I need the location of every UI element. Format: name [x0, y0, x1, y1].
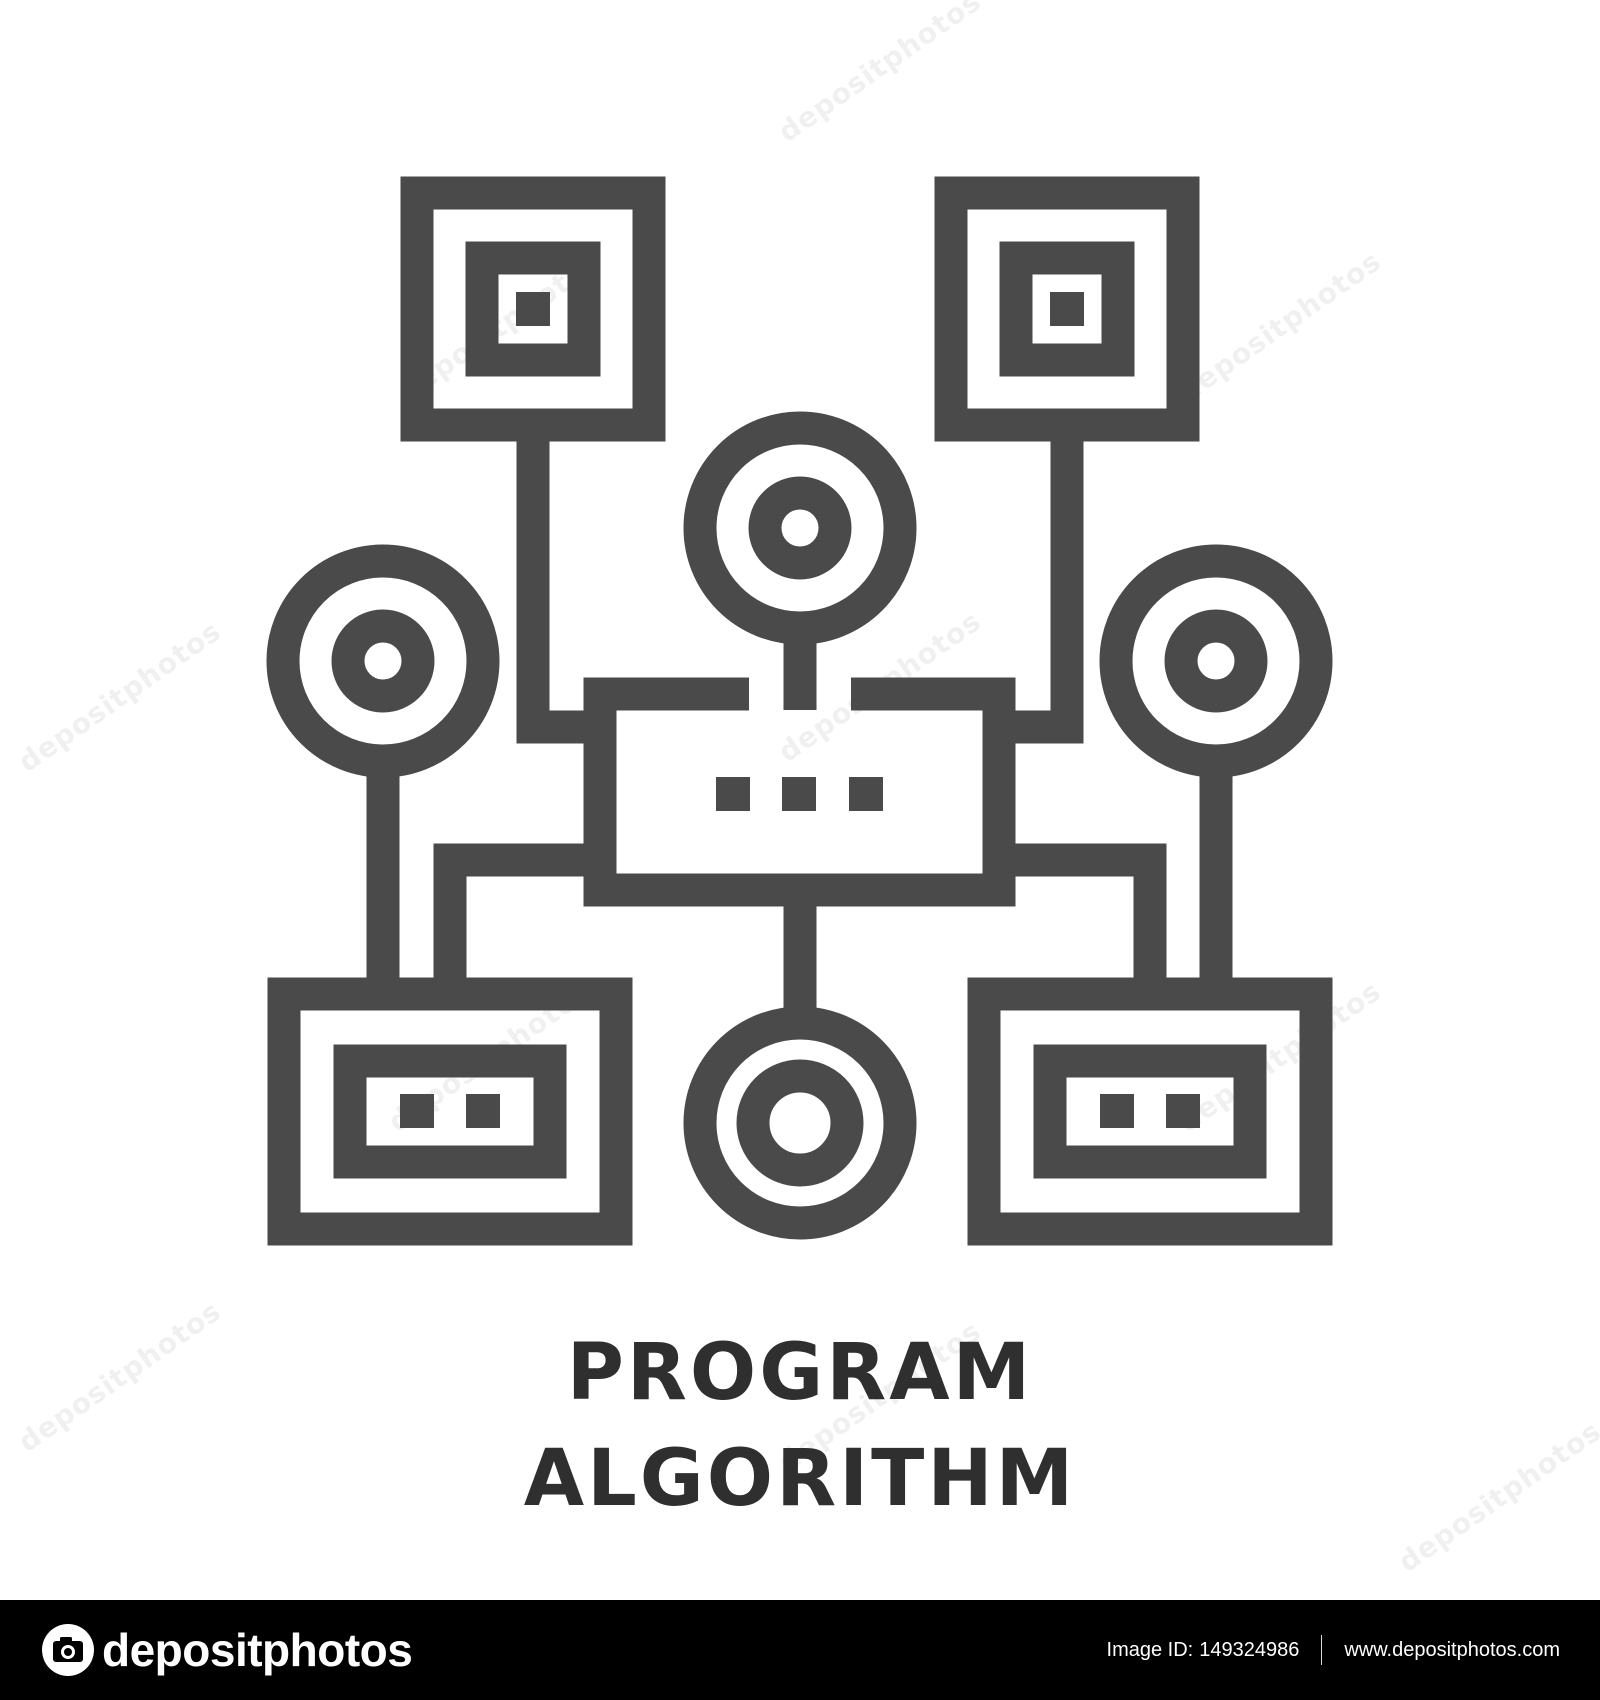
- image-id-value: 149324986: [1199, 1638, 1300, 1661]
- footer-info: Image ID: 149324986 www.depositphotos.co…: [1107, 1600, 1560, 1700]
- title-line-2: ALGORITHM: [523, 1434, 1077, 1524]
- brand-name: depositphotos: [102, 1624, 413, 1676]
- central-processor-node: [583, 677, 1016, 907]
- connector-lines: [366, 425, 1233, 1023]
- program-algorithm-icon: [266, 176, 1333, 1246]
- left-circle-node: [266, 544, 500, 778]
- top-right-square-node: [934, 176, 1200, 442]
- bottom-right-module-node: [967, 977, 1333, 1246]
- right-circle-node: [1099, 544, 1333, 778]
- brand-logo[interactable]: depositphotos: [40, 1620, 413, 1680]
- image-id-label: Image ID:: [1106, 1638, 1194, 1661]
- footer-bar: depositphotos Image ID: 149324986 www.de…: [0, 1600, 1600, 1700]
- site-url-link[interactable]: www.depositphotos.com: [1344, 1638, 1560, 1661]
- footer-separator: [1321, 1635, 1323, 1665]
- top-center-circle-node: [683, 411, 917, 645]
- bottom-left-module-node: [267, 977, 633, 1246]
- title-line-1: PROGRAM: [566, 1328, 1034, 1418]
- depositphotos-logo-icon: [42, 1624, 94, 1676]
- bottom-center-circle-node: [683, 1006, 917, 1240]
- top-left-square-node: [400, 176, 666, 442]
